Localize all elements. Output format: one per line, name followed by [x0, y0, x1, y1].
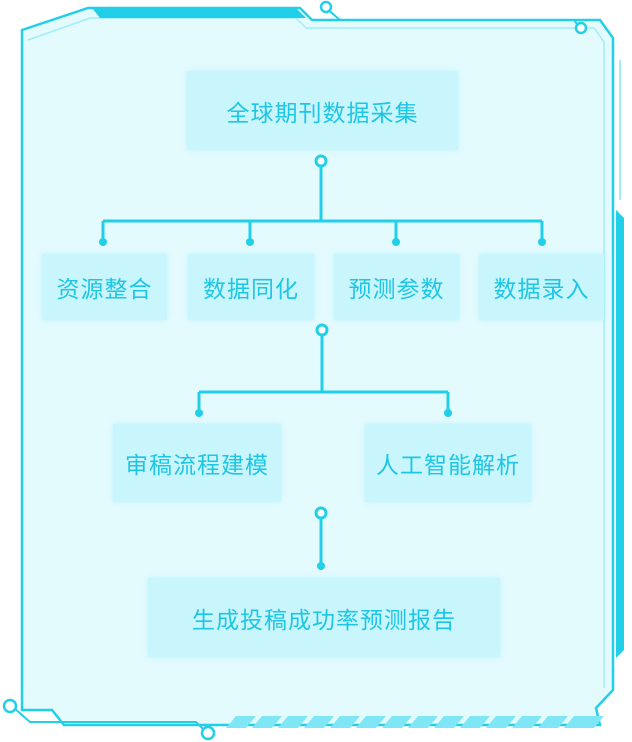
panel-background [20, 6, 615, 727]
level2-node-label: 审稿流程建模 [125, 453, 269, 479]
bottom-circuit-node [200, 725, 216, 741]
connector-dot [246, 238, 254, 246]
top-accent-bar [92, 8, 306, 18]
connector-dot [99, 238, 107, 246]
level1-node: 数据同化 [188, 254, 314, 320]
bottom-stripes [226, 716, 604, 728]
bottom-circuit-trace [13, 707, 207, 733]
level2-node: 人工智能解析 [365, 424, 531, 502]
connector-ring [314, 154, 328, 168]
level1-node-label: 资源整合 [56, 277, 153, 303]
right-accent-bar [616, 210, 624, 658]
panel-inner-line [27, 17, 605, 688]
connector-ring [314, 506, 328, 520]
connector-dot [195, 409, 203, 417]
root-node: 全球期刊数据采集 [187, 71, 458, 150]
result-node: 生成投稿成功率预测报告 [148, 578, 500, 657]
top-circuit-node [319, 0, 333, 14]
level2-node: 审稿流程建模 [113, 424, 281, 502]
connector-dot [392, 238, 400, 246]
level1-node: 预测参数 [334, 254, 459, 320]
connector-dot [317, 562, 325, 570]
level1-node: 资源整合 [42, 254, 167, 320]
connector-ring [315, 323, 329, 337]
connector-dot [538, 238, 546, 246]
level1-node-label: 预测参数 [348, 277, 445, 303]
level1-node-label: 数据同化 [203, 277, 299, 303]
level2-node-label: 人工智能解析 [376, 453, 520, 479]
level1-node-label: 数据录入 [493, 277, 590, 303]
level1-node: 数据录入 [479, 254, 604, 320]
connector-dot [444, 409, 452, 417]
bottom-left-circuit-node [2, 698, 18, 714]
root-node-label: 全球期刊数据采集 [226, 100, 419, 127]
top-right-circuit-node [574, 21, 588, 35]
result-node-label: 生成投稿成功率预测报告 [192, 607, 456, 634]
